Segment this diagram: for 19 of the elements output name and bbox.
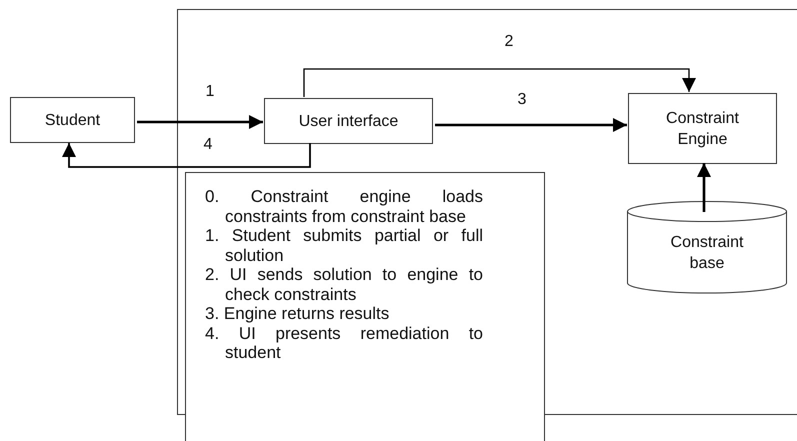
arrow bbox=[697, 163, 711, 212]
process-box bbox=[264, 98, 433, 144]
process-box bbox=[10, 97, 135, 143]
step-description: 4. UI presents remediation to student bbox=[205, 324, 483, 362]
arrow bbox=[303, 68, 696, 97]
arrow bbox=[137, 115, 263, 129]
step-description: 2. UI sends solution to engine to check constraints bbox=[205, 265, 483, 304]
step-description: 3. Engine returns results bbox=[205, 304, 390, 324]
node-label: User interface bbox=[298, 112, 398, 132]
notes-box bbox=[185, 172, 545, 441]
arrow bbox=[435, 118, 627, 132]
node-label: Constraint Engine bbox=[665, 108, 740, 150]
node-label: Student bbox=[44, 110, 100, 130]
process-box bbox=[628, 93, 777, 164]
arrow bbox=[62, 143, 311, 168]
node-label: Constraint base bbox=[670, 232, 744, 274]
system-boundary bbox=[177, 9, 797, 415]
step-description: 1. Student submits partial or full solution bbox=[205, 226, 483, 265]
step-description: 0. Constraint engine loads constraints from constraint base bbox=[205, 187, 483, 226]
